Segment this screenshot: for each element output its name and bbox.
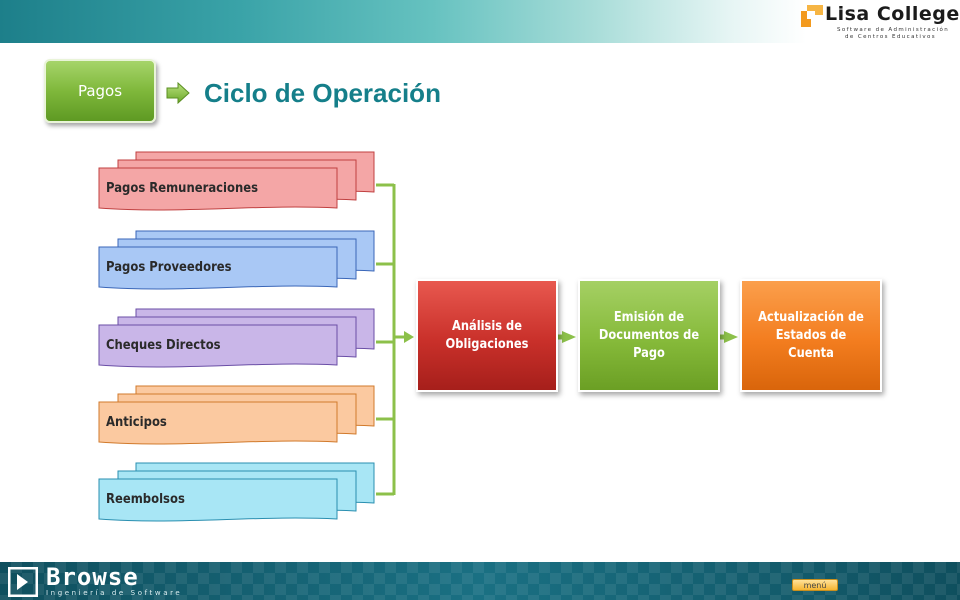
process-analisis-obligaciones: Análisis de Obligaciones — [416, 279, 558, 392]
page-title: Ciclo de Operación — [204, 78, 441, 108]
top-banner — [0, 0, 960, 43]
input-document-label: Pagos Proveedores — [106, 259, 232, 275]
input-document-label: Pagos Remuneraciones — [106, 180, 259, 196]
lisa-college-logo: Lisa College Software de Administración … — [801, 2, 959, 42]
input-document-label: Reembolsos — [106, 491, 185, 507]
browse-logo-icon — [8, 567, 38, 597]
logo-subtitle-line2: de Centros Educativos — [845, 34, 937, 40]
process-label: Emisión de Documentos de Pago — [598, 309, 700, 361]
input-document-label: Anticipos — [106, 414, 167, 430]
section-badge: Pagos — [44, 59, 156, 123]
logo-subtitle-line1: Software de Administración — [837, 27, 950, 33]
input-document-2: Cheques Directos — [96, 307, 376, 368]
arrow-right-icon — [166, 82, 190, 104]
document-stack-icon — [98, 385, 375, 445]
process-label: Análisis de Obligaciones — [445, 318, 529, 352]
process-emision-documentos: Emisión de Documentos de Pago — [578, 279, 720, 392]
document-stack-icon — [98, 230, 375, 290]
input-document-label: Cheques Directos — [106, 337, 221, 353]
input-document-0: Pagos Remuneraciones — [96, 150, 376, 211]
browse-brand: Browse — [46, 563, 139, 591]
menu-button[interactable]: menú — [792, 579, 838, 591]
document-stack-icon — [98, 151, 375, 211]
process-actualizacion-estados: Actualización de Estados de Cuenta — [740, 279, 882, 392]
logo-title: Lisa College — [825, 3, 960, 25]
document-stack-icon — [98, 308, 375, 368]
input-document-1: Pagos Proveedores — [96, 229, 376, 290]
document-stack-icon — [98, 462, 375, 522]
browse-brand-subtitle: Ingeniería de Software — [46, 589, 183, 597]
input-document-4: Reembolsos — [96, 461, 376, 522]
lisa-logo-icon — [801, 5, 823, 27]
process-label: Actualización de Estados de Cuenta — [758, 309, 864, 361]
input-document-3: Anticipos — [96, 384, 376, 445]
